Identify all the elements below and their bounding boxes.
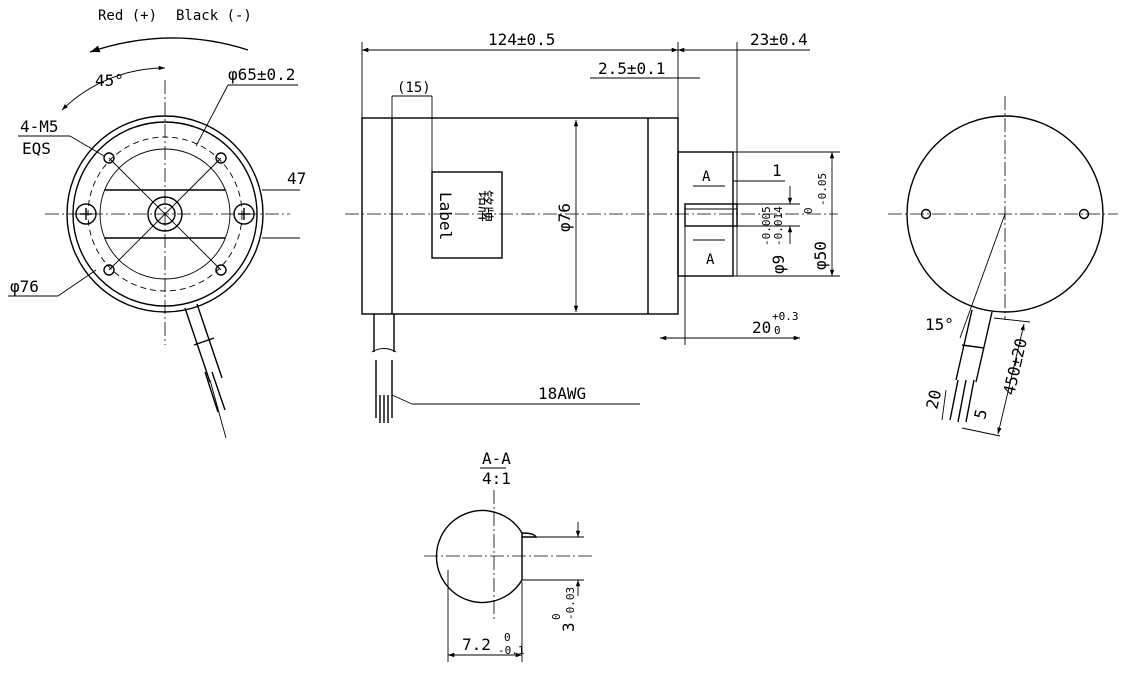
mount-hole [103, 264, 115, 276]
holes-label: 4-M5 [20, 117, 59, 136]
side-view: 铭牌 Label 124±0.5 23±0.4 2.5±0.1 (15) φ76… [345, 30, 840, 423]
shaft-tol-bottom: -0.014 [772, 206, 785, 246]
label-cn: 铭牌 [476, 190, 495, 222]
lead-length-label: 450±20 [999, 336, 1031, 397]
terminal-screw-icon [75, 203, 97, 225]
section-mark-top: A [702, 169, 711, 185]
key-tol-bottom: -0.03 [564, 587, 577, 620]
shaft-section [435, 509, 523, 604]
lead-wires [375, 360, 393, 418]
wire-black-label: Black (-) [176, 8, 252, 24]
motor-body [361, 117, 679, 315]
front-pilot [677, 151, 734, 277]
dim-47-label: 47 [287, 169, 306, 188]
label-en: Label [436, 192, 455, 240]
flat-tol-top: +0.3 [772, 310, 799, 323]
mount-hole [215, 152, 227, 164]
shaft [684, 203, 738, 227]
strip-5-label: 5 [970, 407, 991, 421]
strip-20-label: 20 [922, 388, 945, 411]
key-width-label: 3 [559, 622, 578, 632]
wire-red-label: Red (+) [98, 8, 157, 24]
shaft-boss [147, 196, 183, 232]
angle-45-label: 45° [95, 71, 124, 90]
mount-hole [103, 152, 115, 164]
key-tol-top: 0 [550, 613, 563, 620]
flat-tol-bottom: 0 [774, 324, 781, 337]
width-tol-top: 0 [504, 631, 511, 644]
section-view: A-A 4:1 3 0 -0.03 7.2 0 -0.1 [424, 449, 595, 662]
section-mark-bottom: A [706, 252, 715, 268]
front-view: Red (+) Black (-) 45° φ65±0.2 4-M5 EQS 4… [8, 8, 306, 439]
section-scale: 4:1 [482, 469, 511, 488]
body-diameter-label: φ76 [555, 203, 574, 232]
wire-gauge-label: 18AWG [538, 384, 586, 403]
flange-outline [66, 115, 264, 313]
mount-hole [215, 264, 227, 276]
label-plate [431, 171, 503, 259]
section-width-label: 7.2 [462, 635, 491, 654]
label-position: (15) [397, 80, 431, 96]
front-diameter-label: φ76 [10, 277, 39, 296]
width-tol-bottom: -0.1 [498, 644, 525, 657]
shaft-tol-top: -0.005 [760, 206, 773, 246]
terminal-screw-icon [233, 203, 255, 225]
rear-hole [920, 208, 932, 220]
section-title: A-A [482, 449, 511, 468]
rear-hole [1078, 208, 1090, 220]
rear-angle-label: 15° [925, 315, 954, 334]
pcd-label: φ65±0.2 [228, 65, 295, 84]
pilot-tol-bottom: -0.05 [816, 173, 829, 206]
rear-cap [906, 115, 1104, 313]
rotation-arrow-icon [89, 37, 249, 53]
pilot-diameter-label: φ50 [811, 241, 830, 270]
rear-view: 450±20 15° 20 5 [888, 96, 1118, 437]
shaft-diameter-label: φ9 [769, 255, 788, 274]
pilot-tol-top: 0 [802, 207, 815, 214]
holes-eqs-label: EQS [22, 139, 51, 158]
flat-length-label: 20 [752, 318, 771, 337]
shaft-length-label: 23±0.4 [750, 30, 808, 49]
flat-depth-label: 1 [772, 161, 782, 180]
length-label: 124±0.5 [488, 30, 555, 49]
pilot-label: 2.5±0.1 [598, 59, 665, 78]
lead-wires [204, 371, 226, 413]
